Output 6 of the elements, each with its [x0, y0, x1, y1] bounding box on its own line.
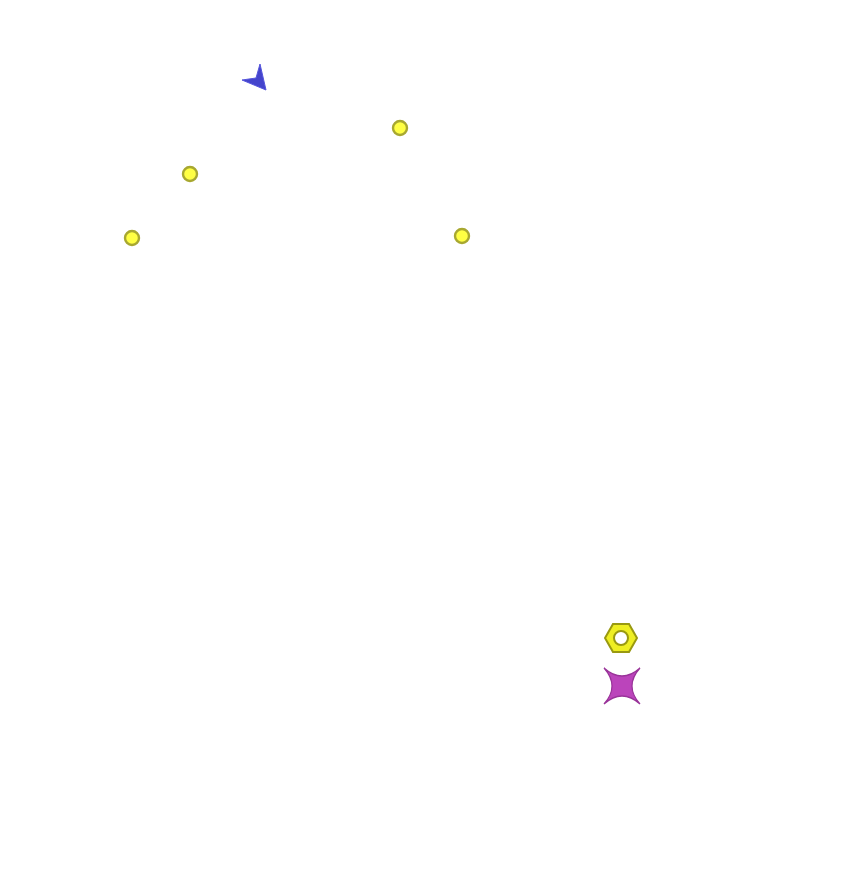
circle-marker — [390, 118, 410, 138]
hexagon-marker — [604, 622, 638, 654]
cross-marker — [602, 666, 642, 706]
circle-marker — [122, 228, 142, 248]
circle-marker — [180, 164, 200, 184]
circle-marker — [452, 226, 472, 246]
